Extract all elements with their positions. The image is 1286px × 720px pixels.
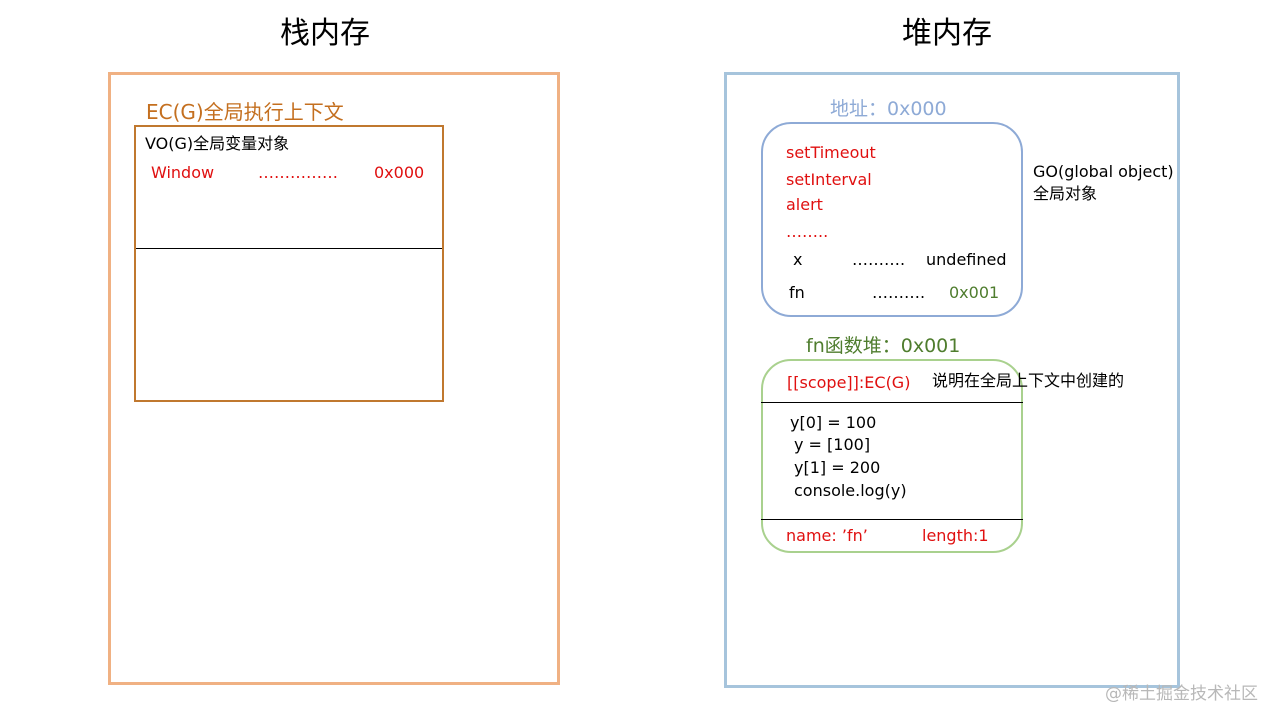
vo-divider (136, 248, 442, 249)
fn-code-line-4: console.log(y) (794, 481, 907, 500)
window-entry-dots: …………… (258, 163, 338, 182)
builtin-settimeout: setTimeout (786, 143, 876, 162)
global-variable-object-box (134, 125, 444, 402)
global-object-side-label: GO(global object) (1033, 162, 1174, 181)
stack-memory-panel (108, 72, 560, 685)
global-x-dots: ………. (852, 250, 906, 269)
watermark: @稀土掘金技术社区 (1105, 684, 1258, 704)
global-object-box (761, 122, 1023, 317)
window-entry-name: Window (151, 163, 215, 182)
fn-heap-box (761, 359, 1023, 553)
fn-scope-note: 说明在全局上下文中创建的 (932, 371, 1125, 390)
global-x-value: undefined (926, 250, 1007, 269)
fn-scope: [[scope]]:EC(G) (787, 373, 911, 392)
global-x-name: x (793, 250, 803, 269)
fn-heap-divider-bottom (761, 519, 1023, 520)
stack-memory-title: 栈内存 (280, 16, 370, 51)
global-variable-object-label: VO(G)全局变量对象 (145, 134, 290, 153)
fn-heap-divider-top (761, 402, 1023, 403)
global-execution-context-label: EC(G)全局执行上下文 (146, 100, 344, 124)
builtin-ellipsis: …….. (786, 222, 829, 241)
fn-code-line-2: y = [100] (794, 435, 871, 454)
fn-name-property: name: ’fn’ (786, 526, 868, 545)
fn-length-property: length:1 (922, 526, 989, 545)
global-object-side-label-cn: 全局对象 (1033, 184, 1098, 203)
builtin-alert: alert (786, 195, 823, 214)
fn-heap-address-label: fn函数堆：0x001 (806, 335, 961, 357)
global-fn-dots: ………. (872, 283, 926, 302)
builtin-setinterval: setInterval (786, 170, 872, 189)
global-object-address-label: 地址：0x000 (830, 98, 947, 120)
heap-memory-panel (724, 72, 1180, 688)
global-fn-value: 0x001 (949, 283, 1000, 302)
heap-memory-title: 堆内存 (902, 16, 992, 51)
global-fn-name: fn (789, 283, 805, 302)
window-entry-address: 0x000 (374, 163, 425, 182)
fn-code-line-3: y[1] = 200 (794, 458, 881, 477)
fn-code-line-1: y[0] = 100 (790, 413, 877, 432)
